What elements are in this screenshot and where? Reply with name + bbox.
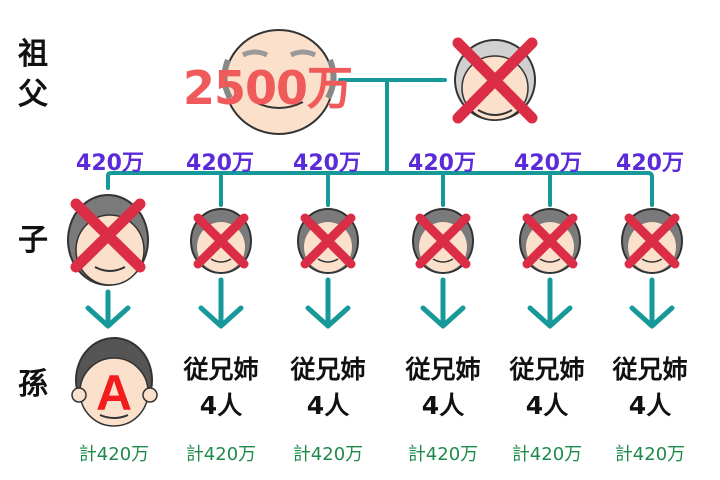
cousins-label: 従兄姉	[183, 355, 259, 384]
label-char: 父	[18, 77, 48, 112]
grandchild-total-2: 計420万	[185, 444, 257, 465]
cousins-count: 4人	[525, 391, 569, 420]
child-share-2: 420万	[186, 151, 254, 176]
cousins-label: 従兄姉	[405, 355, 481, 384]
generation-label-grandparents: 祖 父	[18, 40, 48, 110]
cousins-count: 4人	[306, 391, 350, 420]
grandchild-total-1: 計420万	[78, 444, 150, 465]
cousins-group-3: 従兄姉 4人	[278, 352, 378, 424]
child-share-3: 420万	[293, 151, 361, 176]
label-char: 祖	[18, 37, 48, 72]
cousins-group-4: 従兄姉 4人	[393, 352, 493, 424]
grandfather-face-icon	[221, 29, 337, 135]
tree-lines	[106, 78, 654, 207]
grandchild-total-6: 計420万	[614, 444, 686, 465]
grandchild-a-face-icon	[71, 337, 158, 427]
cousins-group-6: 従兄姉 4人	[600, 352, 700, 424]
cousins-label: 従兄姉	[290, 355, 366, 384]
grandchild-total-3: 計420万	[292, 444, 364, 465]
generation-label-children: 子	[18, 223, 48, 258]
grandmother-cross-icon	[452, 37, 538, 124]
cousins-label: 従兄姉	[612, 355, 688, 384]
child-faces-small	[190, 208, 683, 274]
child-cross-icon-1	[70, 198, 146, 273]
child-cross-icons-small	[193, 213, 680, 269]
grandchild-total-5: 計420万	[511, 444, 583, 465]
cousins-count: 4人	[199, 391, 243, 420]
down-arrow-icons	[85, 277, 675, 329]
generation-label-grandchildren: 孫	[18, 367, 48, 402]
child-share-6: 420万	[616, 151, 684, 176]
grandchild-a-letter: A	[96, 365, 132, 421]
grandchild-total-4: 計420万	[407, 444, 479, 465]
child-share-1: 420万	[76, 151, 144, 176]
cousins-group-2: 従兄姉 4人	[171, 352, 271, 424]
cousins-group-5: 従兄姉 4人	[497, 352, 597, 424]
cousins-label: 従兄姉	[509, 355, 585, 384]
child-share-4: 420万	[408, 151, 476, 176]
cousins-count: 4人	[628, 391, 672, 420]
child-share-5: 420万	[514, 151, 582, 176]
grandfather-estate: 2500万	[183, 61, 353, 115]
cousins-count: 4人	[421, 391, 465, 420]
